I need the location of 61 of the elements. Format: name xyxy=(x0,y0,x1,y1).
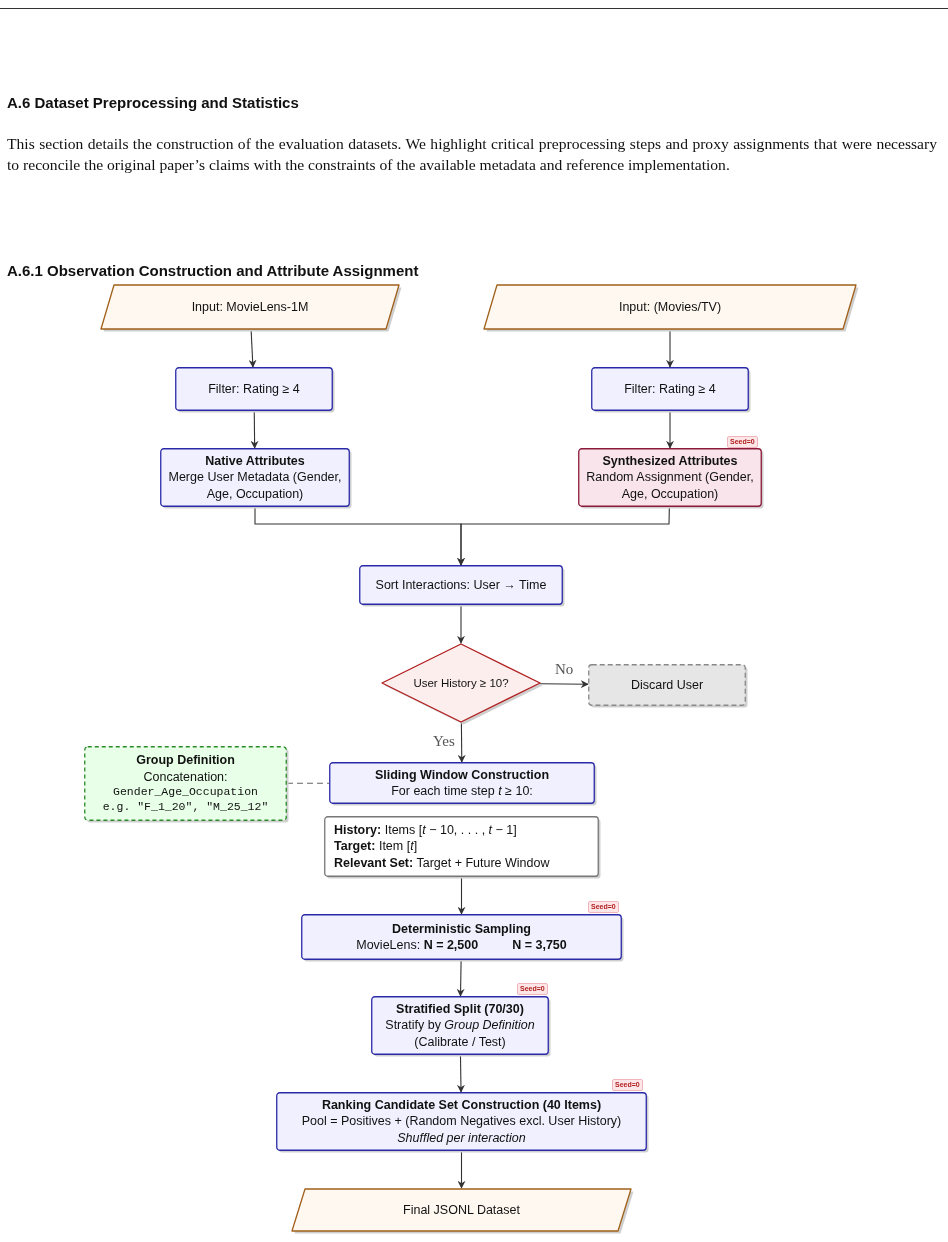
dashed-connector xyxy=(286,782,330,784)
node-heading: Synthesized Attributes xyxy=(602,453,738,470)
node-text: Gender_Age_Occupation e.g. "F_1_20", "M_25_12" xyxy=(101,784,270,815)
detail-box xyxy=(324,816,599,877)
input-output-parallelogram xyxy=(483,284,857,330)
arrow xyxy=(248,329,257,368)
node-text: Discard User xyxy=(630,676,704,694)
arrow xyxy=(457,722,466,763)
node-heading: Stratified Split (70/30) xyxy=(396,1001,524,1018)
node-text: (Calibrate / Test) xyxy=(414,1033,506,1050)
process-box xyxy=(301,914,622,960)
node-text: Stratify by Group Definition xyxy=(385,1017,535,1034)
node-heading: Ranking Candidate Set Construction (40 Items) xyxy=(321,1097,602,1114)
node-text: MovieLens: N = 2,500 xyxy=(356,937,479,954)
node-text: Final JSONL Dataset xyxy=(403,1201,520,1219)
node-text: Random Assignment (Gender, Age, Occupation) xyxy=(585,469,755,502)
node-text: Concatenation: xyxy=(143,768,228,785)
arrow xyxy=(457,876,466,915)
input-output-parallelogram xyxy=(291,1188,632,1232)
node-heading: Group Definition xyxy=(136,752,235,769)
arrow xyxy=(457,1150,466,1189)
process-box xyxy=(329,762,595,804)
node-text: Sort Interactions: User → Time xyxy=(375,576,547,594)
body-paragraph: This section details the construction of the evaluation datasets. We highlight critical preprocessing steps and proxy assignments that were necessary to reconcile the original paper’s claims with the constraints of the available metadata and reference implementation. xyxy=(7,134,937,175)
decision-diamond xyxy=(381,643,541,723)
section-heading: A.6 Dataset Preprocessing and Statistics xyxy=(7,94,299,111)
input-output-parallelogram xyxy=(100,284,400,330)
process-box xyxy=(591,367,749,411)
arrow xyxy=(250,410,259,449)
node-text: Input: MovieLens-1M xyxy=(191,298,309,316)
process-box xyxy=(371,996,549,1055)
arrow xyxy=(456,1054,465,1093)
process-box xyxy=(276,1092,647,1151)
arrow xyxy=(456,959,465,997)
node-heading: Deterministic Sampling xyxy=(392,920,531,937)
node-text: Shuffled per interaction xyxy=(397,1129,526,1146)
arrow xyxy=(666,410,674,449)
note-box xyxy=(84,746,287,821)
process-box xyxy=(175,367,333,411)
arrow xyxy=(538,680,589,689)
node-text: Input: (Movies/TV) xyxy=(618,298,722,316)
process-box xyxy=(160,448,350,507)
node-text: User History ≥ 10? xyxy=(413,675,509,691)
terminal-box xyxy=(588,664,746,706)
arrow xyxy=(666,329,674,368)
node-heading: Native Attributes xyxy=(205,453,305,470)
node-text: Merge User Metadata (Gender, Age, Occupation) xyxy=(167,469,343,502)
node-text: For each time step t ≥ 10: xyxy=(391,783,533,800)
node-heading: Sliding Window Construction xyxy=(374,766,550,783)
arrow xyxy=(457,604,465,644)
process-box xyxy=(359,565,563,605)
node-text: Target: Item [t] xyxy=(334,838,418,855)
node-text: Relevant Set: Target + Future Window xyxy=(334,854,550,871)
node-text: N = 3,750 xyxy=(512,937,567,954)
node-text: Filter: Rating ≥ 4 xyxy=(208,380,300,398)
node-text: Pool = Positives + (Random Negatives excl. User History) xyxy=(301,1113,622,1130)
node-text: Filter: Rating ≥ 4 xyxy=(624,380,716,398)
subsection-heading: A.6.1 Observation Construction and Attribute Assignment xyxy=(7,262,420,279)
node-text: History: Items [t − 10, . . . , t − 1] xyxy=(334,822,517,839)
process-box xyxy=(578,448,762,507)
arrow xyxy=(457,506,670,566)
